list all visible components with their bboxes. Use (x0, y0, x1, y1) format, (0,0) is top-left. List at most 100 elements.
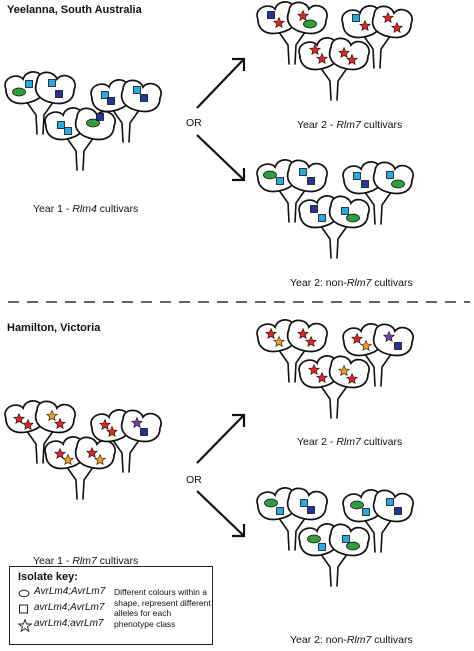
ellipse-mark (346, 213, 360, 223)
square-mark (140, 94, 148, 102)
year2-non-rlm7-label-2: Year 2: non-Rlm7 cultivars (290, 634, 413, 646)
leaf (286, 1, 328, 35)
star-mark (308, 363, 320, 376)
plant (4, 400, 76, 464)
star-mark (382, 11, 394, 24)
star-mark (265, 327, 277, 340)
plant-stalk (109, 105, 143, 143)
plant (90, 79, 162, 143)
square-mark (307, 506, 315, 514)
arrowhead-down-2 (232, 524, 246, 538)
plant-stalk (361, 187, 395, 225)
square-mark (307, 177, 315, 185)
star-mark (297, 9, 309, 22)
square-mark (352, 14, 360, 22)
plant-stalk (275, 185, 309, 223)
star-mark (346, 372, 358, 385)
square-mark (276, 177, 284, 185)
square-mark (55, 90, 63, 98)
leaf (372, 323, 414, 357)
star-mark (22, 418, 34, 431)
plant-stalk (23, 97, 57, 135)
plant (298, 195, 370, 259)
leaf (34, 400, 76, 434)
square-mark (267, 11, 275, 19)
star-mark (273, 16, 285, 29)
square-mark (386, 171, 394, 179)
ellipse-mark (346, 541, 360, 551)
plant-stalk (317, 549, 351, 587)
plant (341, 5, 413, 69)
plant-stalk (275, 27, 309, 65)
ellipse-mark (12, 87, 26, 97)
plant-stalk (275, 345, 309, 383)
square-mark (362, 508, 370, 516)
year2-rlm7-label-2: Year 2 - Rlm7 cultivars (297, 436, 403, 448)
plant (298, 523, 370, 587)
year2-non-rlm7-label-1: Year 2: non-Rlm7 cultivars (290, 277, 413, 289)
leaf (372, 489, 414, 523)
square-mark (107, 97, 115, 105)
square-mark (133, 86, 141, 94)
star-mark (351, 332, 363, 345)
ellipse-icon (18, 589, 30, 598)
star-mark (316, 52, 328, 65)
square-mark (101, 91, 109, 99)
star-mark (383, 330, 395, 343)
leaf (328, 355, 370, 389)
site-title-2: Hamilton, Victoria (7, 322, 101, 334)
arrows (196, 57, 246, 538)
arrowhead-up-1 (232, 57, 246, 71)
ellipse-mark (264, 498, 278, 508)
plant (342, 161, 414, 225)
star-mark (54, 417, 66, 430)
star-mark (338, 364, 350, 377)
plant (256, 1, 328, 65)
ellipse-mark (391, 179, 405, 189)
arrow-down-2 (196, 490, 245, 537)
arrowhead-down-1 (232, 168, 246, 182)
plant-stalk (361, 349, 395, 387)
star-mark (86, 446, 98, 459)
square-mark (299, 168, 307, 176)
arrowhead-up-2 (232, 413, 246, 427)
year1-label-1: Year 1 - Rlm4 cultivars (33, 203, 139, 215)
plant (342, 489, 414, 553)
plant (44, 436, 116, 500)
star-mark (338, 46, 350, 59)
plant-stalk (317, 381, 351, 419)
square-mark (57, 121, 65, 129)
leaf (120, 409, 162, 443)
ellipse-mark (307, 534, 321, 544)
square-mark (394, 342, 402, 350)
ellipse-mark (303, 19, 317, 29)
arrow-up-1 (196, 58, 245, 109)
plant-stalk (63, 133, 97, 171)
ellipse-mark (263, 170, 277, 180)
arrow-down-1 (196, 134, 245, 181)
plant (256, 159, 328, 223)
year2-rlm7-label-1: Year 2 - Rlm7 cultivars (297, 119, 403, 131)
star-mark (391, 21, 403, 34)
leaf (286, 319, 328, 353)
plant-stalk (317, 221, 351, 259)
or-label-2: OR (186, 474, 202, 486)
plant-stalk (317, 63, 351, 101)
square-mark (341, 207, 349, 215)
plant-stalk (23, 426, 57, 464)
plant-stalk (63, 462, 97, 500)
plant (256, 487, 328, 551)
plant-stalk (361, 515, 395, 553)
star-mark (359, 19, 371, 32)
star-mark (99, 418, 111, 431)
plant (298, 355, 370, 419)
square-mark (318, 214, 326, 222)
plant-stalk (109, 435, 143, 473)
plant-stalk (275, 513, 309, 551)
key-label-star: avrLm4;avrLm7 (34, 618, 104, 629)
star-mark (62, 453, 74, 466)
square-icon (19, 604, 28, 614)
square-mark (140, 428, 148, 436)
key-label-ellipse: AvrLm4;AvrLm7 (34, 586, 106, 597)
